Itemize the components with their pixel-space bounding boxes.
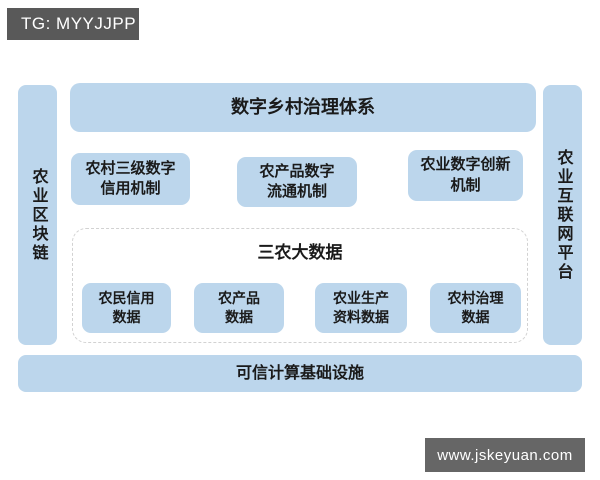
agriculture-blockchain-rail: 农业区块链 — [18, 85, 57, 345]
data-box-farmer-credit: 农民信用 数据 — [82, 283, 171, 333]
big-data-panel: 三农大数据 农民信用 数据 农产品 数据 农业生产 资料数据 农村治理 数据 — [72, 228, 528, 343]
mechanism-box-rural-credit: 农村三级数字 信用机制 — [71, 153, 190, 205]
tg-watermark-badge: TG: MYYJJPP — [7, 8, 139, 40]
data-box-rural-governance: 农村治理 数据 — [430, 283, 521, 333]
agriculture-internet-platform-rail: 农业互联网平台 — [543, 85, 582, 345]
data-box-agricultural-products: 农产品 数据 — [194, 283, 284, 333]
mechanism-box-produce-circulation: 农产品数字 流通机制 — [237, 157, 357, 207]
data-box-production-materials: 农业生产 资料数据 — [315, 283, 407, 333]
trusted-computing-foundation-bar: 可信计算基础设施 — [18, 355, 582, 392]
site-watermark-badge: www.jskeyuan.com — [425, 438, 585, 472]
big-data-panel-title: 三农大数据 — [257, 243, 343, 262]
mechanism-box-digital-innovation: 农业数字创新 机制 — [408, 150, 523, 201]
diagram-title-box: 数字乡村治理体系 — [70, 83, 536, 132]
